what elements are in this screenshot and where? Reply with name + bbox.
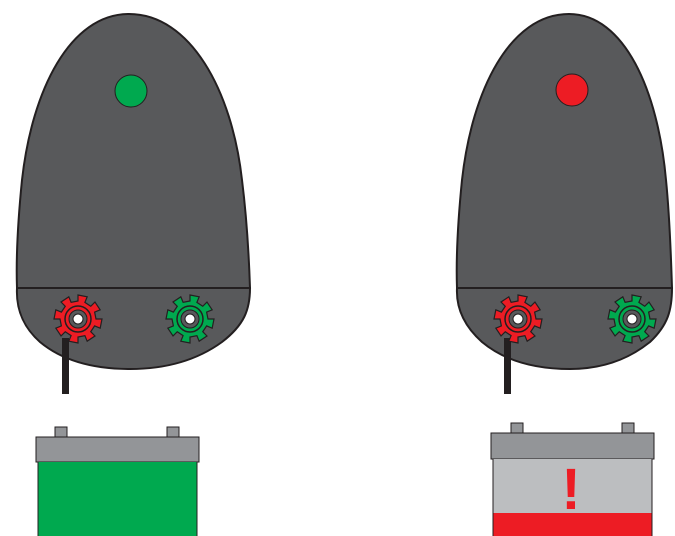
battery-lid (35, 436, 200, 463)
monitor-housing (455, 12, 674, 289)
cable (504, 338, 511, 394)
gear-hole (512, 313, 524, 325)
battery-right: ! (490, 422, 655, 536)
battery-post-right (166, 426, 180, 439)
battery-body (38, 462, 197, 536)
gear-hole (626, 313, 638, 325)
negative-terminal-gear-icon (165, 294, 215, 344)
status-led-icon (114, 74, 148, 108)
status-led-icon (555, 73, 589, 107)
battery-lid (490, 432, 655, 460)
battery-post-left (54, 426, 68, 439)
terminal-panel (15, 287, 252, 371)
monitor-unit-right (455, 12, 674, 394)
monitor-housing (15, 12, 252, 289)
battery-post-left (510, 422, 524, 435)
battery-low-charge-band (493, 513, 652, 536)
negative-terminal-gear-icon (607, 294, 657, 344)
exclamation-icon: ! (561, 457, 580, 522)
monitor-unit-left (15, 12, 252, 394)
cable (62, 338, 69, 394)
positive-terminal-gear-icon (493, 294, 543, 344)
positive-terminal-gear-icon (53, 294, 103, 344)
battery-post-right (621, 422, 635, 435)
battery-left (35, 426, 200, 536)
gear-hole (72, 313, 84, 325)
gear-hole (184, 313, 196, 325)
